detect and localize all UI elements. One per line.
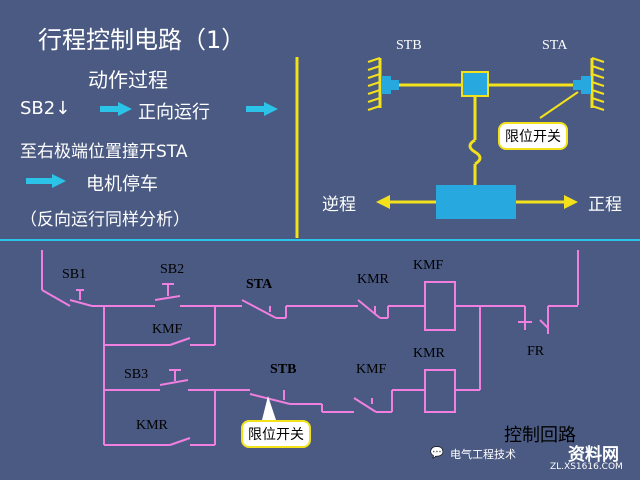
- slide-title: 行程控制电路（1）: [38, 26, 246, 54]
- slider-block: [461, 71, 489, 97]
- label-kmf-contact-mid: KMF: [356, 362, 387, 377]
- stb-switch: [381, 76, 399, 94]
- step4: （反向运行同样分析）: [20, 210, 190, 230]
- step3: 电机停车: [86, 174, 158, 195]
- link-hook: [468, 138, 482, 166]
- sta-switch: [573, 76, 591, 94]
- label-stb-mech: STB: [396, 38, 422, 53]
- arrow-after-sb2: [100, 102, 132, 116]
- left-wall: [367, 57, 382, 111]
- label-sta-contact: STA: [246, 277, 273, 292]
- forward-arrow: [516, 195, 578, 209]
- limit-switch-callout: 限位开关: [498, 122, 568, 150]
- label-sta-mech: STA: [542, 38, 568, 53]
- watermark-site: 资料网: [568, 445, 619, 465]
- step1-left: SB2↓: [20, 98, 71, 119]
- label-reverse: 逆程: [322, 195, 356, 215]
- label-kmr-coil: KMR: [413, 346, 445, 361]
- label-kmf-contact: KMF: [152, 322, 183, 337]
- label-stb-contact: STB: [270, 362, 297, 377]
- workpiece-block: [436, 185, 516, 219]
- limit-switch-callout-circuit: 限位开关: [241, 420, 311, 448]
- label-kmr-contact-bottom: KMR: [136, 418, 168, 433]
- step2: 至右极端位置撞开STA: [20, 142, 188, 162]
- arrow-after-forward: [246, 102, 278, 116]
- watermark-url: ZL.XS1616.COM: [550, 462, 623, 472]
- watermark-wechat: 电气工程技术: [450, 448, 516, 461]
- callout-pointer: [539, 91, 579, 119]
- label-sb3: SB3: [124, 367, 149, 382]
- step1-right: 正向运行: [138, 102, 210, 123]
- label-kmf-coil: KMF: [413, 258, 444, 273]
- label-sb1: SB1: [62, 267, 87, 282]
- label-fr: FR: [527, 344, 545, 359]
- label-sb2: SB2: [160, 262, 185, 277]
- control-circuit-label: 控制回路: [504, 425, 576, 446]
- label-kmr-contact-top: KMR: [357, 272, 389, 287]
- control-circuit: [41, 250, 579, 446]
- arrow-before-stop: [26, 174, 66, 188]
- process-heading: 动作过程: [88, 68, 168, 92]
- label-forward: 正程: [588, 195, 622, 215]
- wechat-icon: 💬: [430, 446, 444, 459]
- right-wall: [590, 57, 605, 111]
- reverse-arrow: [376, 195, 436, 209]
- stb-callout-pointer: [262, 396, 276, 420]
